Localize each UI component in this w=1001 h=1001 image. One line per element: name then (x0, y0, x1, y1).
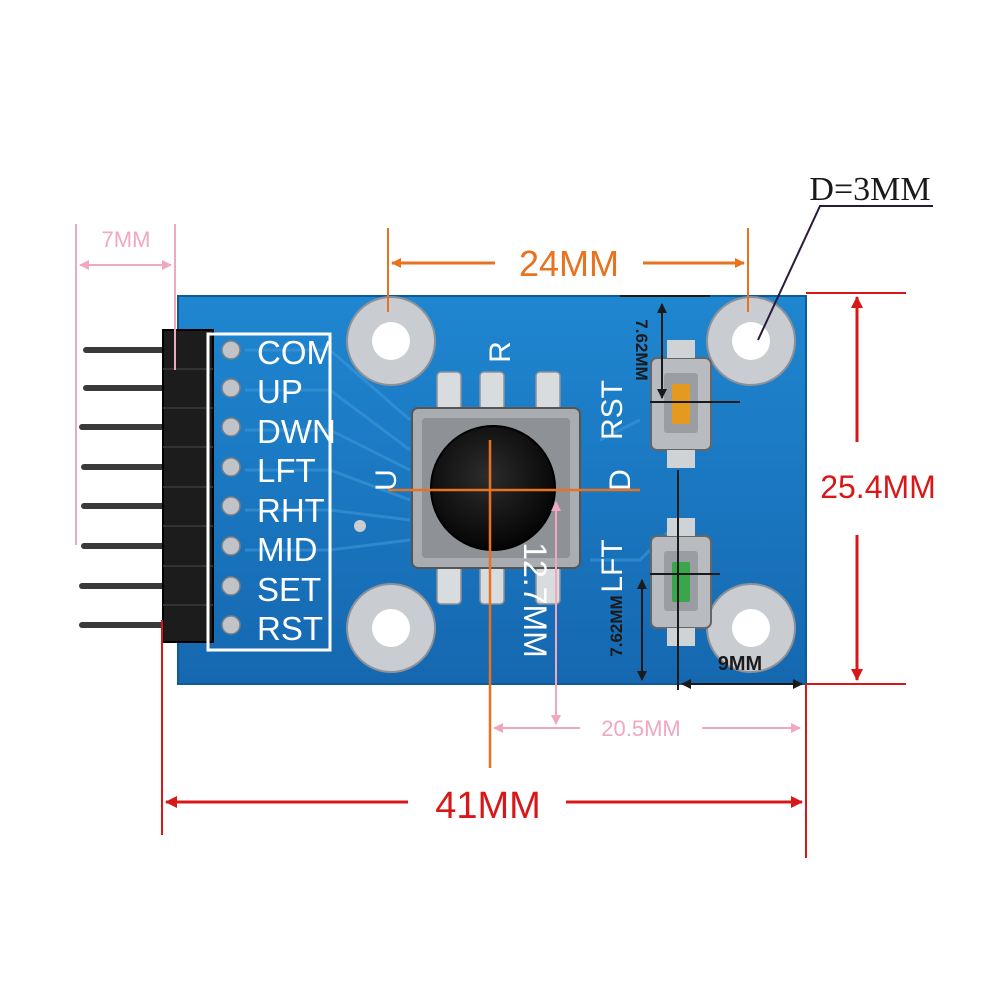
mounting-hole-top-right (706, 296, 796, 386)
dim-button-pitch (620, 295, 740, 690)
button-label-rst: RST (596, 380, 629, 440)
pin-label-dwn: DWN (257, 413, 336, 450)
header-pins (79, 347, 178, 628)
mounting-hole-bottom-right (706, 583, 796, 673)
dim-label-button-pitch-bottom: 7.62MM (607, 595, 626, 656)
dim-label-hole-spacing: 24MM (519, 243, 619, 284)
pin-label-com: COM (257, 334, 334, 371)
button-rst (650, 340, 712, 468)
solder-pads (221, 340, 241, 635)
dim-hole-diameter: D=3MM (757, 171, 933, 341)
pin-label-up: UP (257, 373, 303, 410)
pin-label-list: COM UP DWN LFT RHT MID SET RST (257, 334, 336, 647)
dim-label-button-edge-offset: 9MM (718, 653, 762, 675)
mounting-hole-top-left (346, 296, 436, 386)
pin-label-rst: RST (257, 610, 323, 647)
pin-label-lft: LFT (257, 452, 316, 489)
dim-label-joystick-offset-y: 12.7MM (517, 542, 553, 658)
dim-board-width: 41MM (161, 620, 807, 858)
dim-joystick-crosshair (388, 440, 640, 768)
button-label-lft: LFT (596, 539, 629, 592)
dim-label-joystick-offset-x: 20.5MM (601, 716, 680, 741)
dim-label-pin-length: 7MM (102, 227, 151, 252)
joystick-mark-left: U (370, 469, 403, 491)
joystick-knob (430, 425, 556, 551)
mounting-hole-bottom-left (346, 583, 436, 673)
dim-button-edge-offset: 9MM (681, 653, 803, 689)
dim-joystick-offset-y: 12.7MM (517, 501, 561, 725)
dim-board-height: 25.4MM (806, 292, 936, 685)
dim-label-board-height: 25.4MM (820, 469, 936, 505)
dim-label-button-pitch-top: 7.62MM (632, 319, 651, 380)
dim-label-board-width: 41MM (435, 785, 541, 827)
joystick-mark-up: R (484, 341, 517, 363)
pin-label-mid: MID (257, 531, 318, 568)
pin-label-rht: RHT (257, 492, 325, 529)
joystick-mark-right: D (604, 469, 637, 491)
dim-pin-length: 7MM (75, 224, 176, 545)
dim-joystick-offset-x: 20.5MM (493, 716, 801, 741)
dim-hole-spacing: 24MM (387, 228, 749, 312)
silkscreen-label-box (206, 332, 332, 652)
button-lft (650, 518, 712, 646)
dim-label-hole-diameter: D=3MM (809, 171, 930, 208)
pin-label-set: SET (257, 571, 321, 608)
